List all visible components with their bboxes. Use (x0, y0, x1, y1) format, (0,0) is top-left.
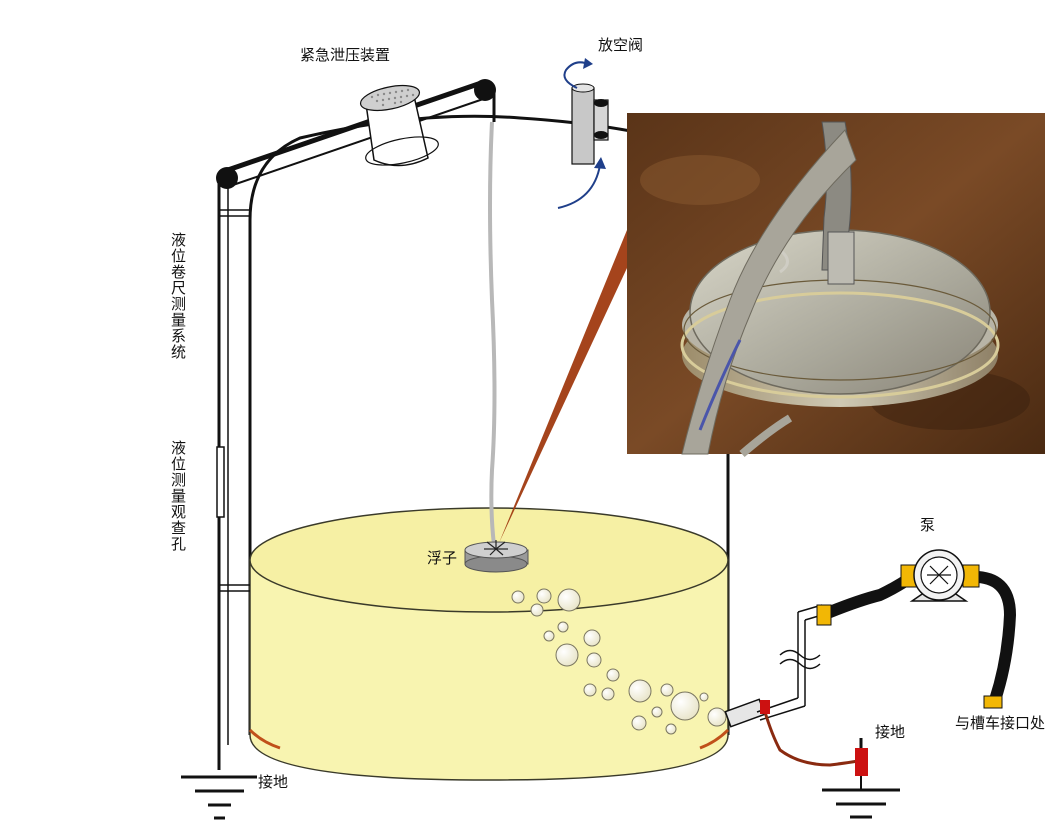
tape-gauge-pipe (216, 180, 250, 770)
vent-valve-label: 放空阀 (598, 36, 644, 54)
ground-right-label: 接地 (875, 723, 906, 741)
ground-symbol-icon (181, 775, 257, 820)
float (464, 540, 529, 573)
emergency-vent-device (359, 84, 439, 167)
ground-wire (760, 700, 868, 790)
outlet-pipe (724, 604, 823, 728)
pump-icon (909, 549, 969, 602)
photo-callout-beam (499, 230, 627, 543)
vent-valve (557, 58, 609, 209)
tanker-connection-label: 与槽车接口处 (955, 714, 1046, 732)
flow-arrow-icon (563, 61, 586, 89)
ground-symbol-icon (822, 788, 900, 819)
tape-gauge-system-label: 液位卷尺测量系统 (169, 232, 187, 360)
inspection-hole-label: 液位测量观查孔 (169, 440, 187, 552)
gauge-tape (488, 121, 497, 546)
tape-pulley-system (216, 79, 496, 189)
pump-label: 泵 (920, 516, 936, 534)
flow-arrow-icon (557, 164, 601, 209)
float-label: 浮子 (427, 549, 458, 567)
gas-bubbles (511, 588, 727, 735)
emergency-vent-label: 紧急泄压装置 (300, 46, 391, 64)
ground-left-label: 接地 (258, 773, 289, 791)
transfer-hose (816, 564, 1017, 709)
float-photo (627, 113, 1045, 458)
